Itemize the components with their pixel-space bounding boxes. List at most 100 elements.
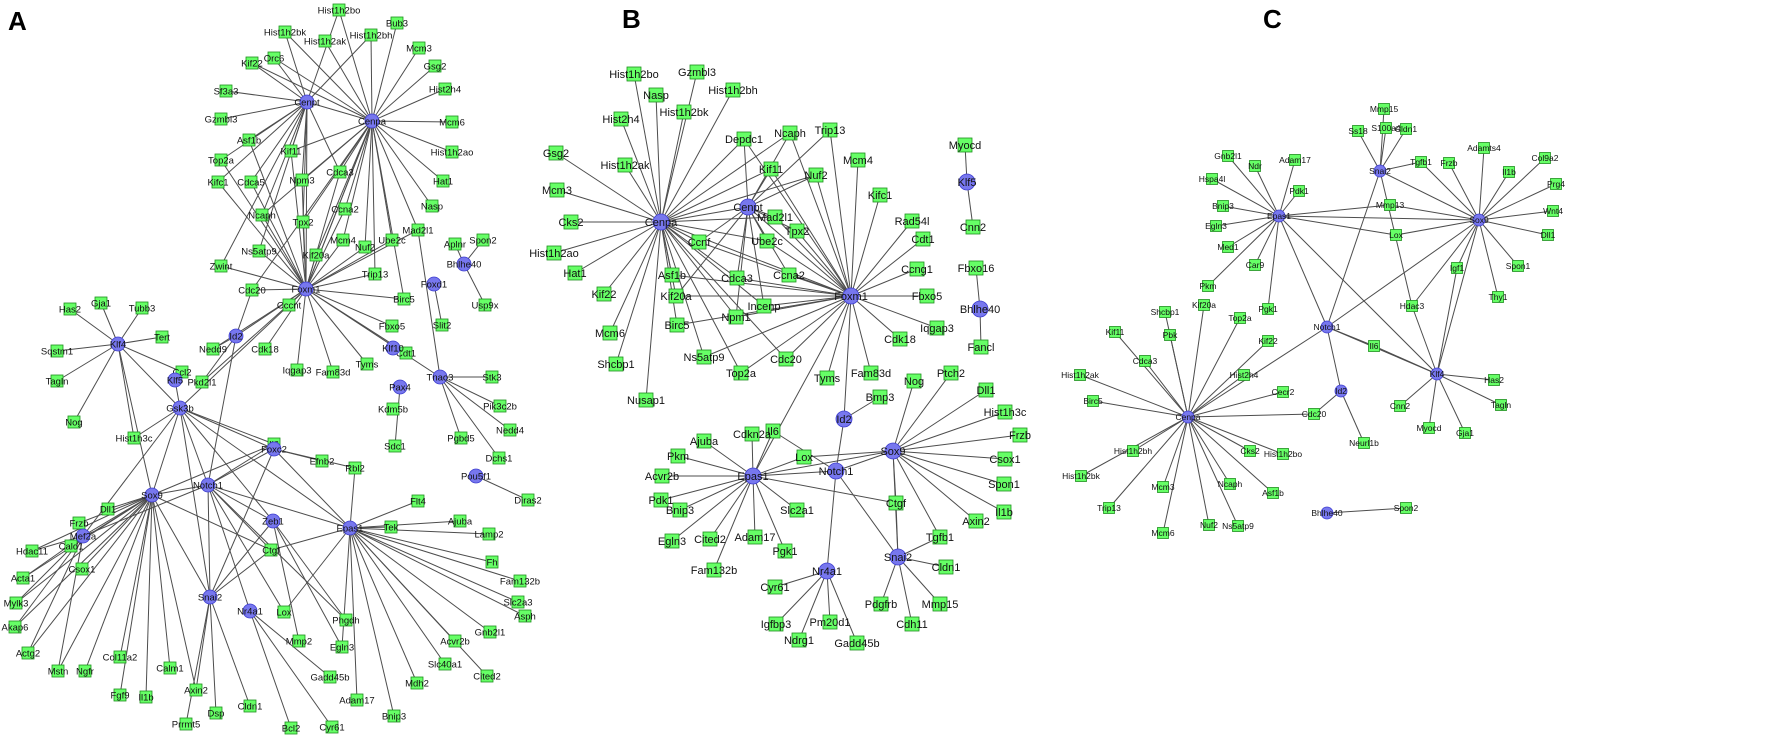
- gene-node: Car9: [1246, 259, 1264, 271]
- edge: [349, 527, 490, 535]
- edge: [371, 120, 444, 182]
- hub-node: Bhlhe40: [1311, 506, 1343, 520]
- edge: [789, 132, 852, 297]
- gene-label: Igf1: [1450, 263, 1464, 273]
- edge: [463, 263, 486, 306]
- gene-marker: [385, 319, 399, 333]
- gene-marker: [654, 468, 670, 484]
- gene-label: Kifc1: [868, 190, 892, 202]
- gene-node: Kif22: [241, 56, 263, 70]
- hub-node: Klf4: [110, 336, 126, 352]
- edge: [892, 450, 1005, 485]
- gene-label: Fbxo5: [379, 321, 405, 332]
- gene-node: Ccna2: [331, 202, 359, 216]
- gene-node: Cnn2: [960, 219, 986, 235]
- edge: [736, 206, 749, 279]
- edge: [892, 380, 915, 452]
- hub-label: Tnao3: [427, 372, 454, 383]
- gene-label: Nuf2: [355, 242, 375, 253]
- gene-label: Ngfr: [76, 666, 94, 677]
- edge: [785, 295, 852, 360]
- edge: [179, 407, 275, 445]
- gene-marker: [725, 82, 741, 98]
- gene-marker: [648, 87, 664, 103]
- hub-node: Pax4: [389, 379, 411, 395]
- gene-node: Pik3c2b: [483, 399, 517, 413]
- gene-marker: [1164, 329, 1176, 341]
- gene-node: Acvr2b: [645, 468, 679, 484]
- edge: [1478, 157, 1546, 221]
- hub-node: Klf5: [958, 173, 976, 191]
- gene-node: Aplnr: [444, 237, 466, 251]
- gene-node: Nog: [904, 373, 924, 389]
- edge: [747, 206, 852, 297]
- edge: [371, 120, 433, 207]
- edge: [770, 168, 852, 297]
- edge: [1326, 326, 1342, 392]
- gene-label: Mcm6: [1151, 528, 1174, 538]
- edge: [752, 475, 897, 504]
- hub-label: Snai2: [884, 552, 912, 564]
- edge: [740, 295, 852, 374]
- hub-marker: [1320, 506, 1334, 520]
- gene-label: Pkd2l1: [187, 377, 216, 388]
- gene-marker: [244, 175, 258, 189]
- gene-marker: [1103, 502, 1115, 514]
- gene-marker: [996, 476, 1012, 492]
- edge: [207, 335, 237, 486]
- edge: [1144, 360, 1189, 418]
- gene-marker: [1384, 199, 1396, 211]
- gene-label: Hat1: [563, 268, 586, 280]
- edge: [207, 484, 285, 613]
- hub-label: Pax4: [389, 382, 411, 393]
- edge: [1108, 416, 1189, 509]
- gene-node: Nuf2: [1200, 519, 1218, 531]
- gene-node: Asf1b: [237, 133, 261, 147]
- gene-label: Cks2: [1240, 446, 1260, 456]
- gene-label: Mcm3: [406, 43, 432, 54]
- edge: [251, 288, 307, 291]
- gene-label: Med1: [1217, 242, 1239, 252]
- gene-label: Fgf9: [110, 690, 129, 701]
- panel-c-edges: [1079, 108, 1557, 534]
- gene-node: Il6: [1368, 340, 1380, 352]
- gene-node: Adam17: [339, 693, 375, 707]
- gene-marker: [339, 613, 353, 627]
- gene-label: Cnn2: [960, 222, 986, 234]
- edge: [273, 448, 356, 469]
- edge: [305, 273, 376, 290]
- gene-marker: [245, 283, 259, 297]
- gene-marker: [209, 706, 223, 720]
- gene-label: Cyr61: [319, 722, 344, 733]
- gene-marker: [781, 267, 797, 283]
- edge: [179, 407, 275, 450]
- gene-marker: [438, 82, 452, 96]
- gene-node: Col9a2: [1532, 152, 1559, 164]
- gene-node: Kifc1: [207, 175, 229, 189]
- edge: [296, 288, 307, 371]
- gene-marker: [333, 165, 347, 179]
- gene-label: Hist1h2bh: [708, 85, 758, 97]
- edge: [660, 475, 754, 501]
- hub-label: Snai2: [198, 592, 222, 603]
- edge: [305, 239, 393, 290]
- edge: [1187, 391, 1284, 418]
- edge: [306, 101, 373, 122]
- edge: [342, 120, 373, 241]
- edge: [660, 221, 765, 307]
- gene-marker: [258, 342, 272, 356]
- edge: [1389, 204, 1480, 221]
- hub-node: Cenpa: [358, 113, 387, 129]
- gene-label: Cited2: [694, 534, 726, 546]
- gene-marker: [1293, 185, 1305, 197]
- gene-node: Lox: [795, 449, 813, 465]
- edge: [1278, 215, 1438, 375]
- gene-label: Nasp: [643, 90, 669, 102]
- gene-node: Mcm6: [439, 115, 465, 129]
- gene-marker: [386, 402, 400, 416]
- gene-node: Egln3: [330, 640, 354, 654]
- gene-label: Diras2: [514, 495, 541, 506]
- gene-label: Ncaph: [774, 128, 806, 140]
